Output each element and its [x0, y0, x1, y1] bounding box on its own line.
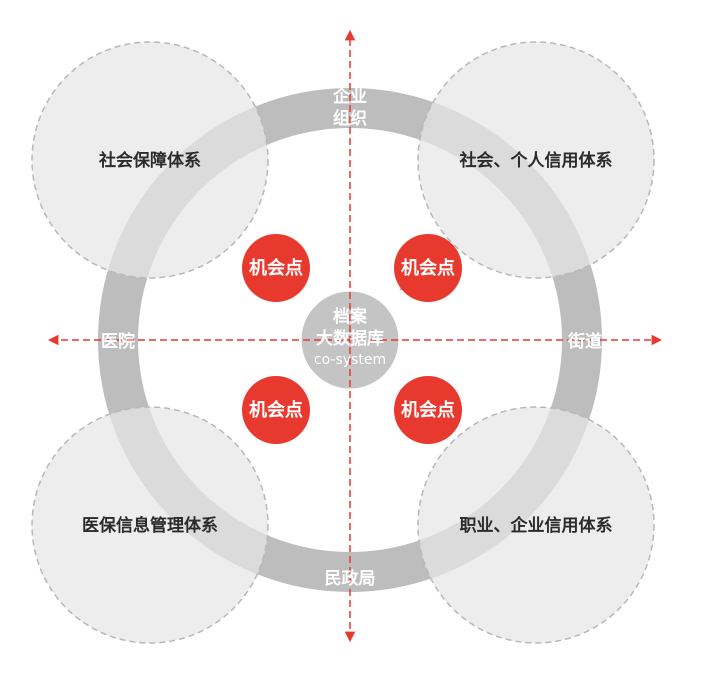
opportunity-label-top-left: 机会点	[249, 257, 303, 279]
center-line-2: 大数据库	[316, 328, 384, 349]
system-circle-top-left	[31, 41, 269, 279]
system-label-top-right: 社会、个人信用体系	[459, 150, 613, 171]
ring-label-top-line-1: 企业	[332, 86, 367, 107]
opportunity-circle-bottom-left	[242, 376, 310, 444]
opportunity-label-bottom-left: 机会点	[249, 399, 303, 421]
center-line-3: co-system	[314, 352, 386, 368]
system-circle-bottom-right	[417, 406, 655, 644]
system-circles	[31, 41, 655, 644]
opportunity-label-top-right: 机会点	[401, 257, 455, 279]
opportunity-circle-bottom-right	[394, 376, 462, 444]
opportunity-circle-top-left	[242, 234, 310, 302]
system-label-bottom-right: 职业、企业信用体系	[460, 515, 613, 536]
opportunity-circle-top-right	[394, 234, 462, 302]
center-text: 档案 大数据库 co-system	[314, 306, 386, 368]
ring-label-right: 街道	[567, 331, 602, 352]
ring-labels: 企业 组织 民政局 医院 街道	[101, 86, 602, 589]
ring-label-left: 医院	[101, 331, 135, 352]
opportunity-points: 机会点 机会点 机会点 机会点	[242, 234, 462, 444]
ring-label-top-line-2: 组织	[333, 108, 367, 129]
opportunity-label-bottom-right: 机会点	[401, 399, 455, 421]
system-circle-bottom-left	[31, 406, 269, 644]
system-label-bottom-left: 医保信息管理体系	[82, 515, 218, 536]
ring-label-bottom: 民政局	[325, 568, 376, 589]
system-circle-top-right	[417, 41, 655, 279]
center-line-1: 档案	[333, 306, 368, 327]
system-label-top-left: 社会保障体系	[98, 150, 201, 171]
axes	[47, 29, 663, 643]
system-labels: 社会保障体系 社会、个人信用体系 医保信息管理体系 职业、企业信用体系	[82, 150, 613, 536]
